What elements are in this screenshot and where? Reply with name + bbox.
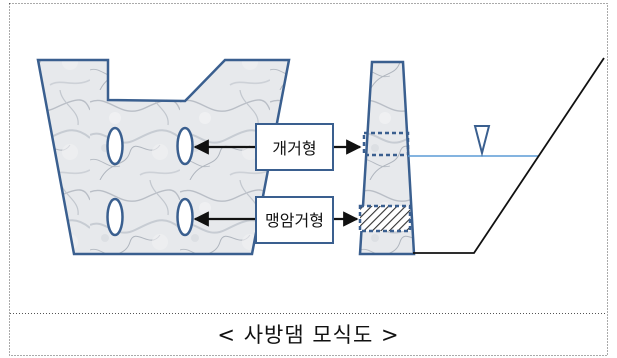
upper-left-opening	[106, 126, 124, 166]
upper-right-opening	[176, 126, 194, 166]
lower-right-opening	[176, 197, 194, 237]
dam-front-view	[36, 58, 291, 256]
closed-type-label-box	[255, 196, 334, 244]
terrain-profile-line	[413, 57, 605, 254]
closed-type-label: 맹암거형	[265, 211, 324, 230]
open-type-outlet	[362, 131, 410, 157]
water-level-triangle-icon	[473, 125, 491, 157]
closed-type-outlet	[358, 204, 412, 233]
outer-frame	[9, 3, 608, 356]
lower-left-opening	[106, 197, 124, 237]
open-type-label-box	[255, 123, 334, 171]
open-type-label: 개거형	[272, 139, 316, 158]
diagram-caption: < 사방댐 모식도 >	[217, 323, 400, 347]
